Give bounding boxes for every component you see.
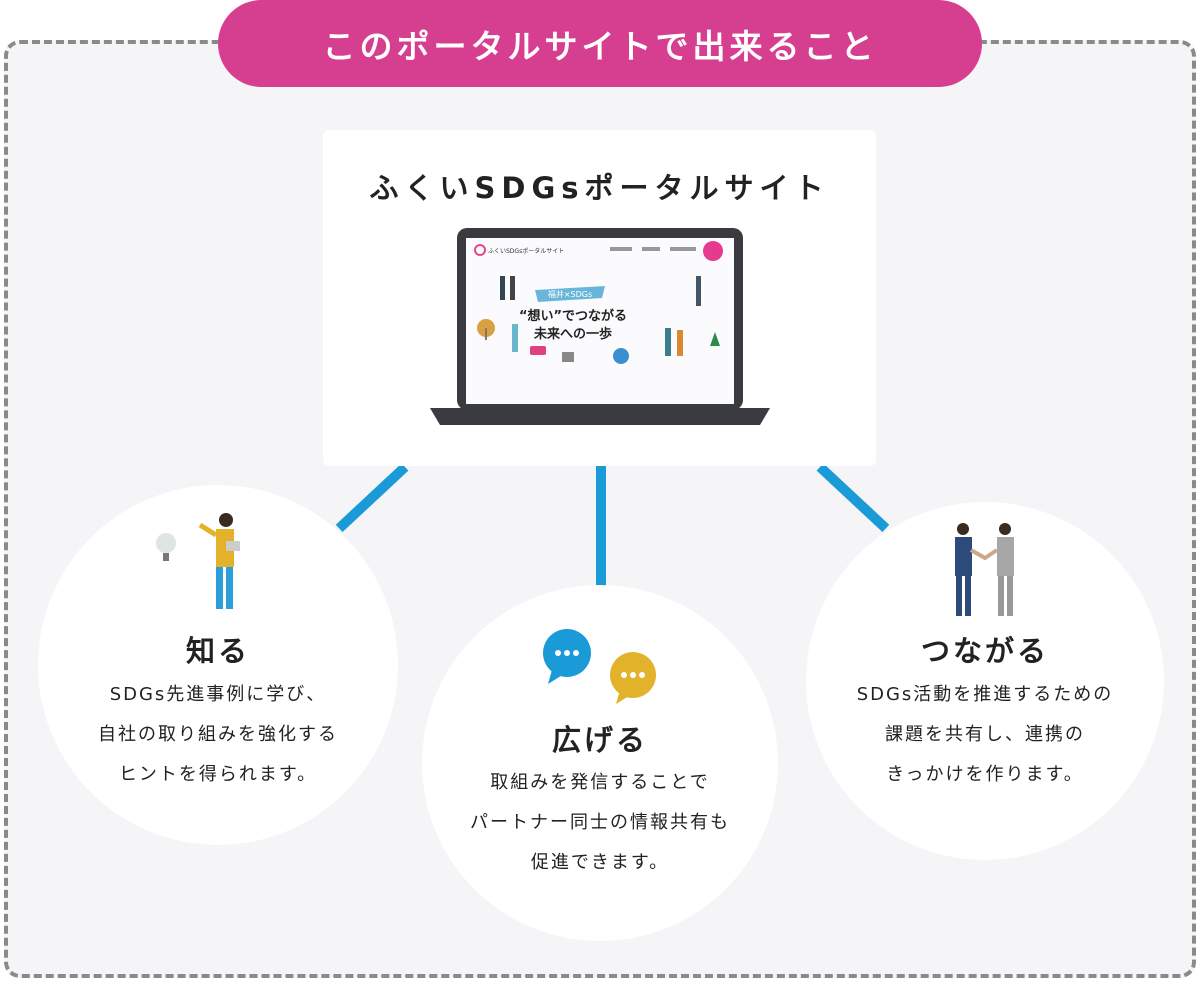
desc-line: 促進できます。 xyxy=(530,852,670,873)
feature-title-spread: 広げる xyxy=(551,723,648,757)
feature-title-connect: つながる xyxy=(920,634,1049,668)
svg-text:“想い”でつながる: “想い”でつながる xyxy=(519,308,627,324)
section-title: このポータルサイトで出来ること xyxy=(322,26,878,66)
svg-text:福井×SDGs: 福井×SDGs xyxy=(548,289,592,299)
laptop-icon: ふくいSDGsポータルサイト 福井×SDGs “想い”でつながる 未来への一歩 xyxy=(430,228,770,432)
feature-desc-connect: SDGs活動を推進するための 課題を共有し、連携の きっかけを作ります。 xyxy=(805,675,1165,795)
section-header: このポータルサイトで出来ること xyxy=(218,0,982,87)
feature-desc-spread: 取組みを発信することで パートナー同士の情報共有も 促進できます。 xyxy=(420,763,780,883)
desc-line: 課題を共有し、連携の xyxy=(885,724,1085,745)
portal-title: ふくいSDGsポータルサイト xyxy=(369,171,830,205)
person-with-lightbulb-icon xyxy=(156,513,240,609)
desc-line: SDGs活動を推進するための xyxy=(856,684,1114,705)
connector-center xyxy=(596,466,606,592)
feature-desc-learn: SDGs先進事例に学び、 自社の取り組みを強化する ヒントを得られます。 xyxy=(38,675,398,795)
screen-site-name: ふくいSDGsポータルサイト xyxy=(488,247,564,255)
desc-line: 自社の取り組みを強化する xyxy=(98,724,338,745)
desc-line: きっかけを作ります。 xyxy=(886,764,1084,785)
chat-bubbles-icon xyxy=(543,629,656,704)
feature-title-learn: 知る xyxy=(185,634,250,668)
desc-line: 取組みを発信することで xyxy=(490,772,710,793)
desc-line: パートナー同士の情報共有も xyxy=(470,812,730,833)
feature-circle-spread xyxy=(422,585,778,941)
desc-line: SDGs先進事例に学び、 xyxy=(109,684,327,705)
handshake-icon xyxy=(955,523,1014,616)
feature-circle-connect xyxy=(806,502,1164,860)
desc-line: ヒントを得られます。 xyxy=(118,764,318,785)
svg-text:未来への一歩: 未来への一歩 xyxy=(533,326,612,342)
